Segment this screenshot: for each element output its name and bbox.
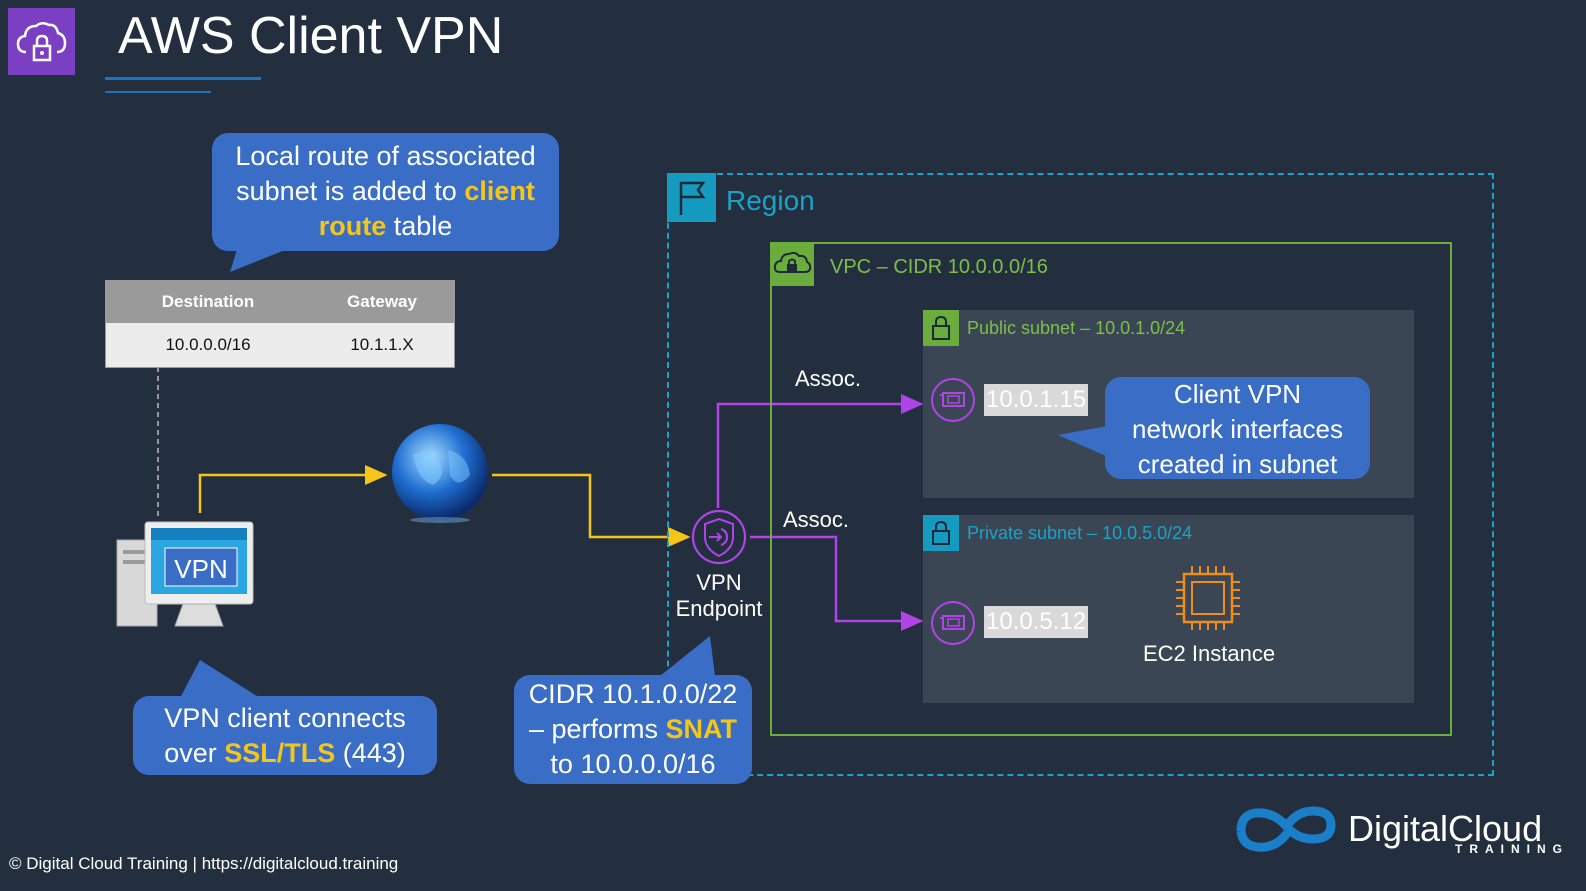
cloud-lock-icon bbox=[770, 242, 814, 286]
title-underline-short bbox=[105, 91, 211, 93]
client-callout: VPN client connects over SSL/TLS (443) bbox=[133, 696, 437, 775]
route-callout: Local route of associated subnet is adde… bbox=[212, 133, 559, 251]
region-label: Region bbox=[726, 185, 815, 216]
page-title: AWS Client VPN bbox=[118, 7, 504, 65]
private-eni-ip: 10.0.5.12 bbox=[984, 606, 1089, 638]
private-subnet-label: Private subnet – 10.0.5.0/24 bbox=[967, 523, 1193, 543]
network-interface-icon bbox=[930, 377, 976, 423]
public-eni-ip: 10.0.1.15 bbox=[984, 384, 1089, 416]
cidr-callout: CIDR 10.1.0.0/22 – performs SNAT to 10.0… bbox=[514, 675, 752, 784]
vpn-client-computer: VPN bbox=[115, 520, 260, 635]
route-table-cell-gateway: 10.1.1.X bbox=[350, 335, 414, 354]
client-to-internet-arrow bbox=[198, 465, 388, 513]
footer-copyright: © Digital Cloud Training | https://digit… bbox=[9, 854, 399, 873]
network-interface-icon bbox=[930, 600, 976, 646]
route-table: Destination Gateway 10.0.0.0/16 10.1.1.X bbox=[105, 280, 455, 368]
route-table-header bbox=[106, 281, 454, 323]
vpn-endpoint-label: VPN Endpoint bbox=[675, 570, 763, 621]
lock-icon bbox=[923, 515, 959, 551]
assoc-private-arrow bbox=[750, 535, 924, 631]
assoc-label-private: Assoc. bbox=[783, 507, 850, 532]
ec2-label: EC2 Instance bbox=[1143, 641, 1276, 666]
vpc-label: VPC – CIDR 10.0.0.0/16 bbox=[830, 256, 1048, 278]
vpn-endpoint-shield-icon bbox=[691, 509, 747, 565]
digitalcloud-logo-icon bbox=[1233, 797, 1341, 857]
assoc-label-public: Assoc. bbox=[795, 366, 862, 391]
title-underline bbox=[105, 77, 261, 80]
eni-callout-tail bbox=[1058, 425, 1113, 459]
chip-icon bbox=[1173, 563, 1243, 633]
route-table-header-gateway: Gateway bbox=[347, 292, 417, 311]
public-subnet-label: Public subnet – 10.0.1.0/24 bbox=[967, 318, 1186, 338]
assoc-public-arrow bbox=[716, 394, 924, 508]
client-vpn-cloud-lock-icon bbox=[8, 8, 75, 75]
internet-to-endpoint-arrow bbox=[492, 473, 691, 547]
region-boundary bbox=[667, 173, 1494, 776]
client-callout-tail bbox=[180, 660, 260, 698]
route-table-cell-destination: 10.0.0.0/16 bbox=[165, 335, 251, 354]
lock-icon bbox=[923, 310, 959, 346]
cidr-callout-tail bbox=[660, 636, 715, 676]
logo-subtitle: TRAINING bbox=[1455, 842, 1569, 856]
flag-icon bbox=[667, 173, 716, 222]
vpn-screen-label: VPN bbox=[174, 554, 228, 584]
logo-name: DigitalCloud bbox=[1348, 808, 1543, 849]
route-table-header-destination: Destination bbox=[161, 292, 255, 311]
eni-callout: Client VPN network interfaces created in… bbox=[1105, 377, 1370, 479]
vpc-boundary bbox=[770, 242, 1452, 736]
internet-globe-icon bbox=[388, 420, 492, 524]
